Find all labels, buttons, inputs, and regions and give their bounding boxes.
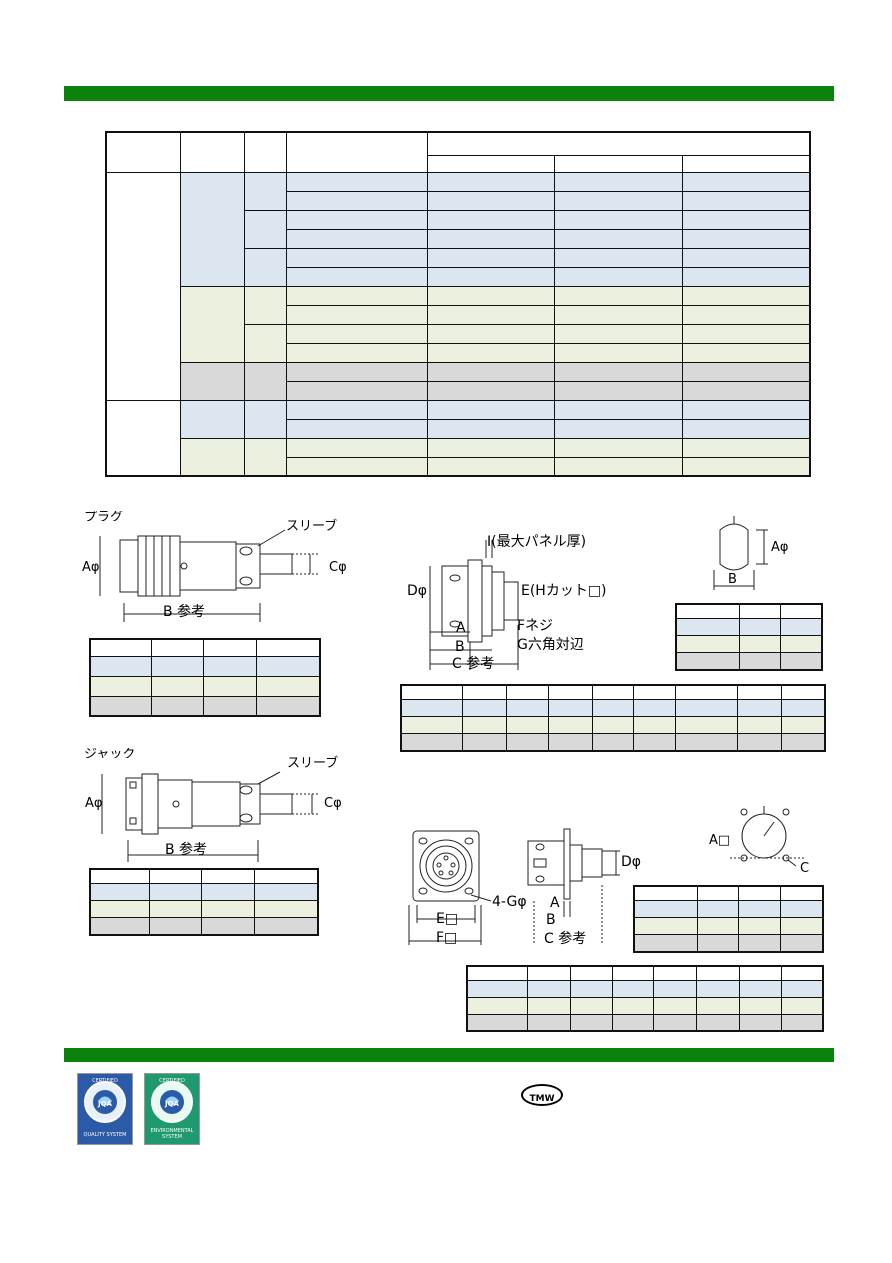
tmw-logo: TMW (521, 1084, 563, 1106)
flange-side-drawing (527, 828, 620, 943)
tmw-logo-text: TMW (529, 1094, 555, 1104)
c-ref-label: C 参考 (452, 656, 495, 672)
e-sq-label: E□ (436, 911, 459, 927)
quality-cert-top: CERTIFIED (92, 1078, 118, 1084)
quality-cert-mark: JQA (98, 1100, 112, 1108)
plug-dim-table (89, 638, 321, 717)
environmental-cert-top: CERTIFIED (159, 1078, 185, 1084)
flange-a-label: A (550, 895, 560, 911)
jack-dim-table (89, 868, 319, 936)
flange-cut-drawing (730, 806, 804, 867)
jack-a-phi-label: Aφ (85, 796, 103, 811)
plug-c-phi-label: Cφ (329, 560, 347, 575)
plug-drawing (99, 529, 320, 622)
plug-a-phi-label: Aφ (82, 560, 100, 575)
panel-cut-table (675, 603, 823, 671)
flange-dim-table (466, 965, 824, 1032)
flange-b-label: B (546, 912, 556, 928)
plug-title: プラグ (84, 511, 124, 521)
quality-cert-bottom: QUALITY SYSTEM (83, 1132, 127, 1138)
panel-b-label: B (728, 572, 737, 587)
f-screw-label: Fネジ (517, 618, 554, 634)
e-cut-label: E(Hカット□) (521, 583, 607, 599)
environmental-cert-mark: JQA (165, 1100, 179, 1108)
quality-cert-seal-icon (84, 1081, 126, 1123)
flange-cut-table (633, 885, 824, 953)
spec-table (105, 131, 811, 477)
i-panel-label: I(最大パネル厚) (487, 534, 587, 550)
environmental-cert-bottom: ENVIRONMENTAL SYSTEM (150, 1128, 194, 1140)
a-label: A (456, 620, 466, 636)
flange-a-sq-label: A□ (709, 833, 731, 848)
flange-front-drawing (408, 830, 492, 945)
environmental-cert-seal-icon (151, 1081, 193, 1123)
quality-cert-logo: CERTIFIED JQA QUALITY SYSTEM (77, 1073, 133, 1145)
footer-bar (64, 1048, 834, 1062)
d-phi-label: Dφ (407, 583, 428, 599)
environmental-cert-logo: CERTIFIED JQA ENVIRONMENTAL SYSTEM (144, 1073, 200, 1145)
header-bar (64, 86, 834, 101)
b-label: B (455, 639, 465, 655)
plug-b-ref-label: B 参考 (163, 604, 206, 620)
plug-sleeve-label: スリーブ (286, 519, 338, 534)
flange-c-label: C (800, 861, 810, 876)
jack-b-ref-label: B 参考 (165, 842, 208, 858)
flange-d-phi-label: Dφ (621, 854, 642, 870)
g-hex-label: G六角対辺 (517, 637, 584, 653)
flange-c-ref-label: C 参考 (544, 931, 587, 947)
jack-title: ジャック (84, 748, 136, 758)
jack-drawing (101, 771, 320, 862)
jack-c-phi-label: Cφ (324, 796, 342, 811)
jack-sleeve-label: スリーブ (287, 756, 339, 771)
g-hole-label: 4-Gφ (492, 894, 527, 910)
f-sq-label: F□ (436, 930, 458, 946)
receptacle-dim-table (400, 684, 826, 752)
panel-a-phi-label: Aφ (771, 540, 789, 555)
panel-cut-drawing (713, 516, 768, 590)
panel-receptacle-drawing (429, 540, 519, 670)
